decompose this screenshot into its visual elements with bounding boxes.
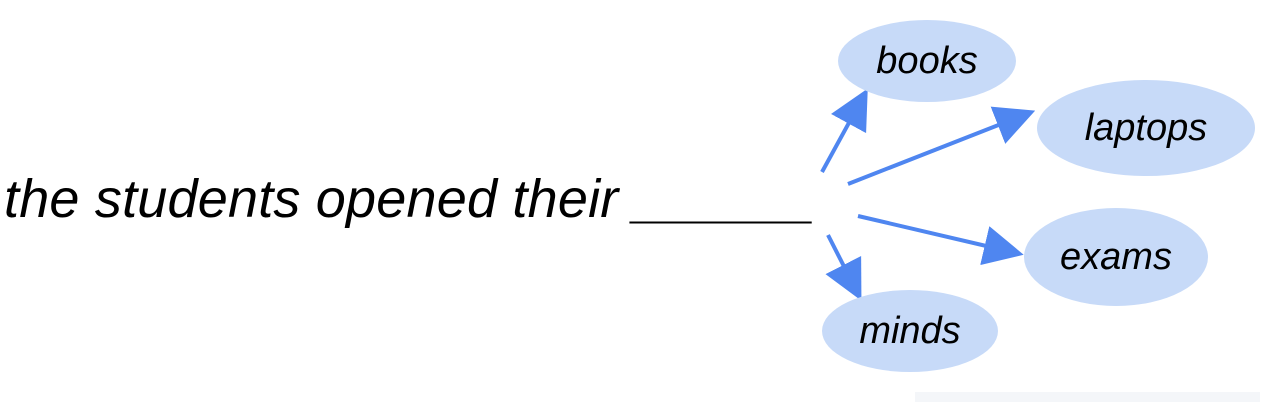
bottom-panel [915, 392, 1260, 402]
candidate-exams: exams [1024, 208, 1208, 306]
candidate-minds: minds [822, 290, 998, 372]
prompt-sentence: the students opened their ______ [4, 169, 816, 229]
candidate-label: laptops [1084, 106, 1208, 149]
arrow-to-books [820, 88, 868, 173]
candidate-label: minds [859, 309, 961, 352]
arrow-to-minds [825, 234, 862, 301]
candidate-laptops: laptops [1037, 80, 1255, 176]
candidate-label: exams [1060, 235, 1172, 278]
candidate-label: books [876, 39, 978, 82]
arrow-to-laptops [847, 106, 1036, 186]
arrow-to-exams [857, 214, 1024, 266]
candidate-books: books [838, 20, 1016, 102]
